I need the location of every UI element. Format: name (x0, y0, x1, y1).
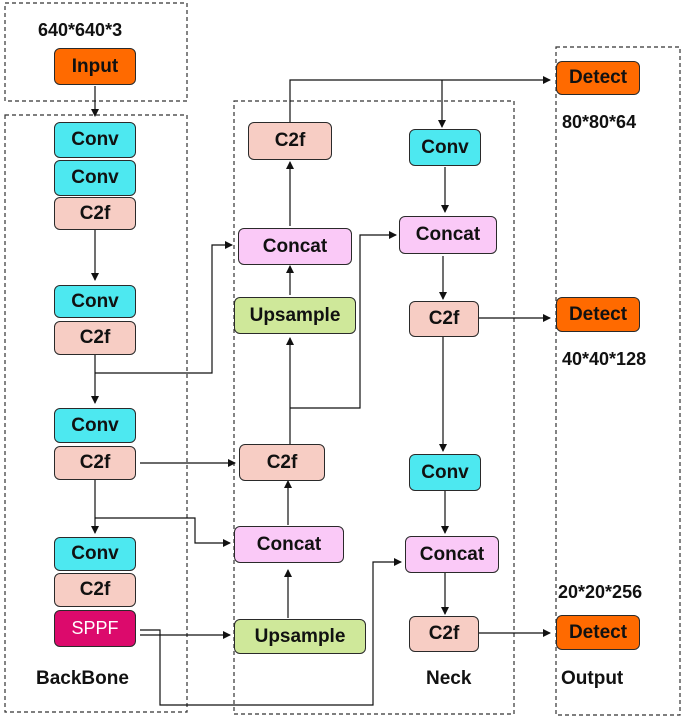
detect-2: Detect (556, 297, 640, 332)
backbone-c2f-3: C2f (54, 446, 136, 480)
neck-right-conv-2: Conv (409, 454, 481, 491)
backbone-sppf: SPPF (54, 610, 136, 647)
neck-concat-2: Concat (234, 526, 344, 563)
detect-1: Detect (556, 61, 640, 95)
edge-c2ftop-detect1 (289, 76, 551, 122)
output-group-box (555, 46, 681, 716)
backbone-c2f-1: C2f (54, 197, 136, 230)
edge-sppf-rconcat2 (140, 558, 402, 706)
neck-right-c2f-1: C2f (409, 301, 479, 337)
neck-right-conv-1: Conv (409, 129, 481, 166)
input-size-label: 640*640*3 (38, 20, 123, 40)
detect-1-size-label: 80*80*64 (562, 112, 637, 132)
detect-3: Detect (556, 615, 640, 650)
edge-c2f2-concat1 (95, 241, 233, 374)
backbone-conv-3: Conv (54, 285, 136, 318)
backbone-label: BackBone (36, 668, 129, 689)
neck-upsample-1: Upsample (234, 297, 356, 334)
neck-right-c2f-2: C2f (409, 616, 479, 652)
backbone-c2f-4: C2f (54, 573, 136, 607)
neck-right-concat-1: Concat (399, 216, 497, 254)
input-node: Input (54, 48, 136, 85)
backbone-conv-2: Conv (54, 160, 136, 196)
input-group-box (4, 2, 188, 102)
backbone-c2f-2: C2f (54, 321, 136, 355)
neck-concat-1: Concat (238, 228, 352, 265)
neck-c2f-top: C2f (248, 122, 332, 160)
edge-c2f3-concat2 (95, 517, 231, 547)
neck-right-concat-2: Concat (405, 536, 499, 573)
output-label: Output (561, 668, 624, 689)
detect-2-size-label: 40*40*128 (562, 349, 647, 369)
backbone-conv-1: Conv (54, 122, 136, 158)
neck-upsample-2: Upsample (234, 619, 366, 654)
backbone-conv-5: Conv (54, 537, 136, 571)
neck-c2f-mid: C2f (239, 444, 325, 481)
backbone-conv-4: Conv (54, 408, 136, 443)
neck-group-box (233, 100, 515, 715)
detect-3-size-label: 20*20*256 (558, 582, 643, 602)
neck-label: Neck (426, 668, 472, 689)
edge-c2fmid-rconcat1 (290, 231, 397, 409)
